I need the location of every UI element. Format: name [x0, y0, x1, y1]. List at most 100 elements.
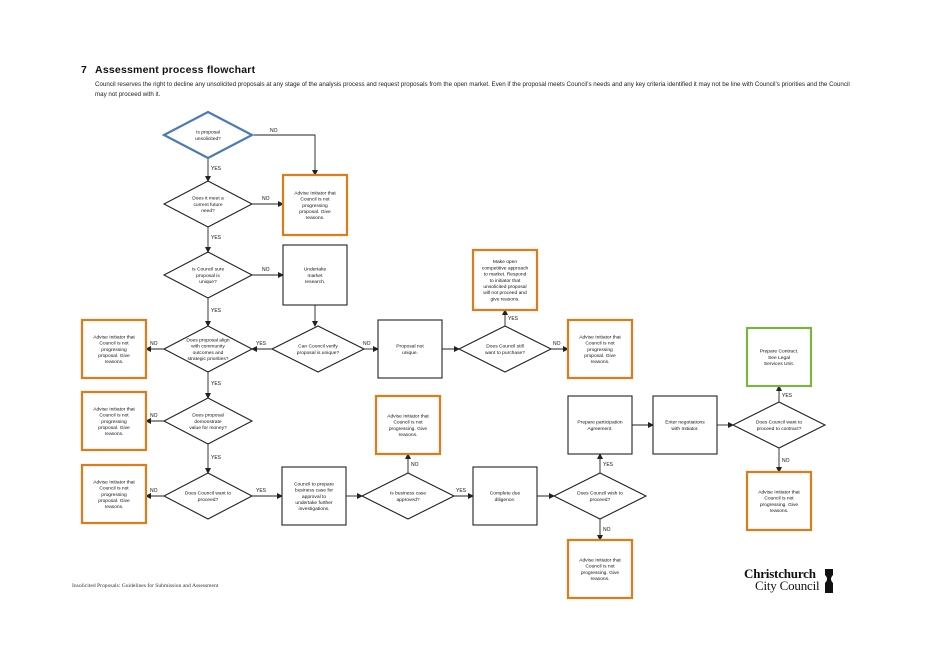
node-label-line: undertake further	[295, 500, 333, 506]
node-label-line: Services Unit.	[764, 361, 794, 367]
node-label-line: proposal is	[196, 273, 220, 279]
node-label-line: Council is not	[585, 341, 615, 347]
node-label-line: progressing	[101, 347, 127, 353]
node-label-line: progressing	[101, 492, 127, 498]
edge-label-no: NO	[150, 341, 158, 347]
node-label-line: proposal. Give	[98, 353, 130, 359]
edge-label-no: NO	[363, 341, 371, 347]
node-label-line: Is business case	[390, 491, 426, 497]
node-label-line: Agreement.	[587, 426, 612, 432]
node-label-line: Advise Initiator that	[758, 490, 800, 496]
node-label-line: Does proposal align	[186, 338, 230, 344]
node-label-line: diligence.	[495, 497, 516, 503]
decision-diamond	[162, 325, 254, 373]
node-label-line: proposal is unique?	[297, 350, 340, 356]
edge-label-yes: YES	[211, 455, 222, 461]
decision-diamond	[162, 397, 254, 445]
decision-diamond	[161, 110, 255, 160]
node-label-line: outcomes and	[193, 350, 224, 356]
node-label-line: proceed to contract?	[757, 426, 802, 432]
edge-label-yes: YES	[603, 462, 614, 468]
edge-label-yes: YES	[211, 166, 222, 172]
process-box	[282, 244, 348, 306]
edge-label-no: NO	[150, 488, 158, 494]
edge-label-no: NO	[553, 341, 561, 347]
edge-label-yes: YES	[211, 308, 222, 314]
node-label-line: proposal. Give	[98, 425, 130, 431]
node-label-line: need?	[201, 208, 215, 214]
node-label-line: unique.	[402, 350, 418, 356]
node-label-line: investigations.	[299, 506, 330, 512]
node-label-line: want to purchase?	[485, 350, 525, 356]
node-label-line: proceed?	[590, 497, 611, 503]
node-label-line: to initiator that	[490, 278, 521, 284]
node-label-line: Council is not	[764, 496, 794, 502]
node-label-line: Advise Initiator that	[579, 558, 621, 564]
process-box	[80, 463, 148, 525]
node-label-line: strategic priorities?	[187, 356, 228, 362]
node-label-line: Council is not	[99, 413, 129, 419]
node-label-line: Council to prepare	[294, 481, 334, 487]
decision-diamond	[162, 180, 254, 228]
logo-line-1: Christchurch	[744, 566, 816, 581]
node-label-line: Advise Initiator that	[93, 406, 135, 412]
process-box	[472, 466, 538, 526]
logo-line-2: City Council	[755, 578, 820, 593]
node-label-line: reasons.	[105, 359, 124, 365]
process-box	[745, 470, 813, 532]
node-label-line: market	[308, 273, 324, 279]
node-label-line: proceed?	[198, 497, 219, 503]
node-label-line: unique?	[199, 279, 217, 285]
process-box	[374, 394, 442, 456]
section-number: 7	[81, 64, 88, 76]
decision-diamond	[360, 472, 456, 520]
edge-label-no: NO	[262, 267, 270, 273]
process-box	[566, 538, 634, 600]
node-label-line: reasons.	[306, 215, 325, 221]
node-label-line: proposal. Give	[98, 498, 130, 504]
edge-label-no: NO	[270, 128, 278, 134]
node-label-line: Does Council want to	[185, 491, 231, 497]
node-label-line: Prepare Contract.	[760, 349, 799, 355]
edge-label-no: NO	[603, 527, 611, 533]
node-label-line: demonstrate	[194, 419, 221, 425]
node-label-line: Advise Initiator that	[579, 334, 621, 340]
node-label-line: Advise Initiator that	[93, 334, 135, 340]
node-label-line: reasons.	[105, 431, 124, 437]
process-box	[377, 319, 443, 379]
node-label-line: with Initiator.	[671, 426, 698, 432]
decision-diamond	[731, 401, 827, 449]
node-label-line: will not proceed and	[483, 290, 527, 296]
node-label-line: Enter negotiations	[665, 420, 705, 426]
node-label-line: progressing. Give	[389, 426, 428, 432]
council-logo: Christchurch City Council	[744, 566, 834, 598]
node-label-line: reasons.	[770, 508, 789, 514]
node-label-line: Does Council want to	[756, 420, 802, 426]
node-label-line: Does Council still	[486, 344, 524, 350]
node-label-line: research.	[305, 279, 325, 285]
node-label-line: progressing	[101, 419, 127, 425]
decision-diamond	[162, 472, 254, 520]
node-label-line: Advise Initiator that	[294, 190, 336, 196]
node-label-line: with community	[191, 344, 225, 350]
